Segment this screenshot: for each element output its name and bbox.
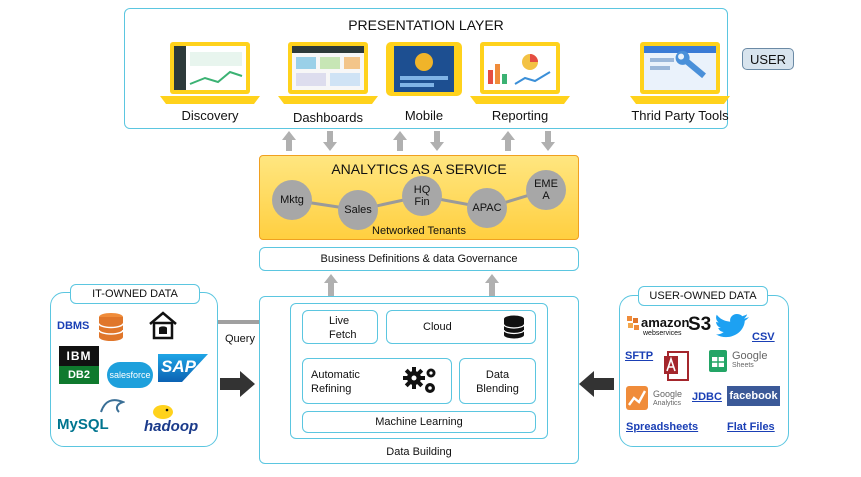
database-icon xyxy=(503,315,525,344)
reporting-label: Reporting xyxy=(491,108,549,123)
amazon-web-services-logo: amazon webservices xyxy=(626,313,690,341)
governance-box: Business Definitions & data Governance xyxy=(259,247,579,271)
home-server-icon xyxy=(147,310,179,345)
discovery-label: Discovery xyxy=(181,108,239,123)
amazon-logo-text: amazon xyxy=(641,315,690,330)
automatic-refining-label: Automatic Refining xyxy=(311,369,360,395)
mysql-logo: MySQL xyxy=(55,396,135,436)
user-owned-title: USER-OWNED DATA xyxy=(638,286,768,306)
sftp-link[interactable]: SFTP xyxy=(625,350,654,362)
data-blending-box: Data Blending xyxy=(459,358,536,404)
s3-logo: S3 xyxy=(688,314,712,335)
dashboards-label: Dashboards xyxy=(292,110,364,125)
google-analytics-sub-text: Analytics xyxy=(653,400,682,407)
query-label: Query xyxy=(225,333,255,345)
hadoop-logo: hadoop xyxy=(142,404,212,440)
mobile-label: Mobile xyxy=(404,108,444,123)
networked-tenants-label: Networked Tenants xyxy=(372,225,466,237)
user-badge: USER xyxy=(742,48,794,70)
flat-files-link[interactable]: Flat Files xyxy=(727,421,775,433)
gears-icon xyxy=(402,364,442,401)
discovery-laptop-icon xyxy=(160,40,260,111)
tenant-node-emea: EME A xyxy=(526,170,566,210)
csv-link[interactable]: CSV xyxy=(752,331,775,343)
salesforce-logo: salesforce xyxy=(107,362,153,388)
sap-logo-text: SAP xyxy=(161,357,196,376)
tenant-node-hq-fin: HQ Fin xyxy=(402,176,442,216)
mobile-tablet-icon xyxy=(384,40,464,105)
live-fetch-label: Live Fetch xyxy=(329,315,357,341)
mysql-logo-text: MySQL xyxy=(57,416,109,433)
third-party-tools-icon xyxy=(630,40,730,111)
ibm-logo-text: IBM xyxy=(59,346,99,366)
google-sheets-text: Google xyxy=(732,350,768,362)
facebook-logo: facebook xyxy=(727,386,780,406)
it-owned-title: IT-OWNED DATA xyxy=(70,284,200,304)
spreadsheets-link[interactable]: Spreadsheets xyxy=(626,421,699,433)
presentation-layer-title: PRESENTATION LAYER xyxy=(348,17,504,33)
cloud-label: Cloud xyxy=(423,321,452,333)
dbms-label: DBMS xyxy=(57,320,90,332)
google-analytics-text: Google xyxy=(653,389,683,399)
google-sheets-logo: Google Sheets xyxy=(708,348,770,374)
reporting-laptop-icon xyxy=(470,40,570,111)
amazon-sub-text: webservices xyxy=(643,330,682,337)
live-fetch-box: Live Fetch xyxy=(302,310,378,344)
sap-logo: SAP xyxy=(158,354,208,387)
hadoop-logo-text: hadoop xyxy=(144,418,199,435)
google-sheets-sub-text: Sheets xyxy=(732,362,754,369)
ms-access-icon xyxy=(664,350,690,387)
jdbc-link[interactable]: JDBC xyxy=(692,391,722,403)
tenant-node-apac: APAC xyxy=(467,188,507,228)
data-building-label: Data Building xyxy=(386,446,452,458)
google-analytics-logo: Google Analytics xyxy=(625,385,689,413)
data-blending-label: Data Blending xyxy=(476,369,519,395)
automatic-refining-box: Automatic Refining xyxy=(302,358,452,404)
analytics-title: ANALYTICS AS A SERVICE xyxy=(331,161,507,177)
machine-learning-box: Machine Learning xyxy=(302,411,536,433)
twitter-icon xyxy=(716,314,750,347)
tenant-node-mktg: Mktg xyxy=(272,180,312,220)
db2-logo-text: DB2 xyxy=(59,366,99,384)
dashboards-laptop-icon xyxy=(278,40,378,111)
tenant-node-sales: Sales xyxy=(338,190,378,230)
ibm-db2-logo: IBM DB2 xyxy=(59,346,99,386)
third-party-tools-label: Thrid Party Tools xyxy=(631,108,729,123)
dbms-database-icon xyxy=(97,312,125,347)
